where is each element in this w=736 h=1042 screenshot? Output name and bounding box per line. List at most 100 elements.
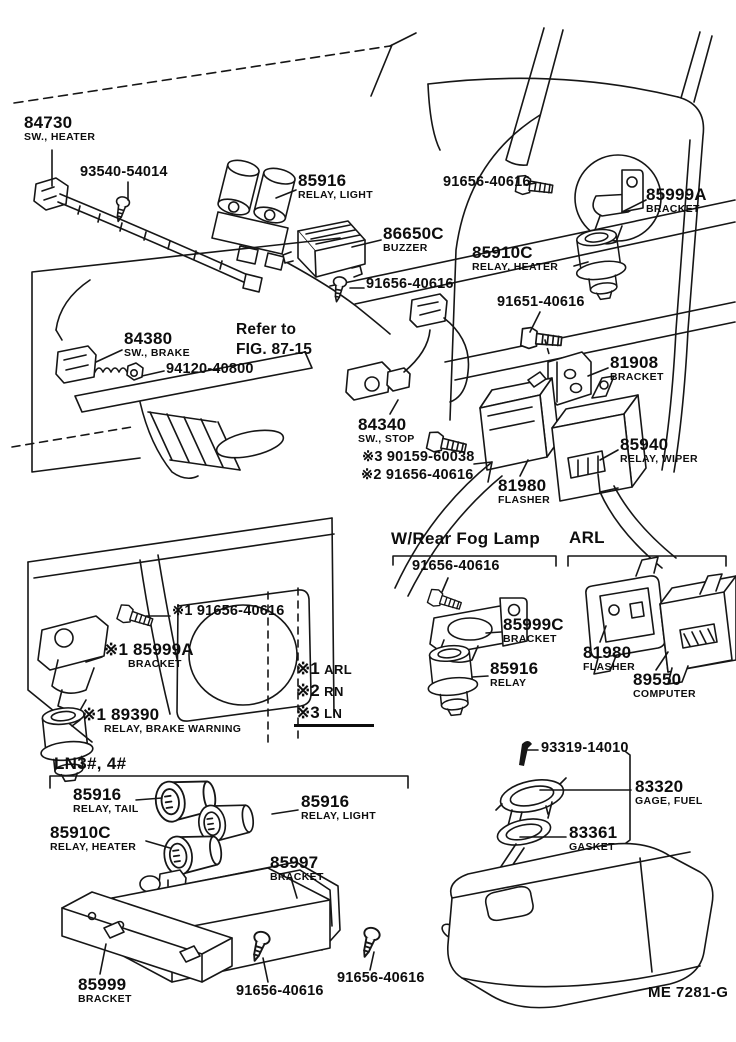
section-header-rear-fog: W/Rear Fog Lamp	[391, 529, 541, 548]
label-computer: 89550 COMPUTER	[633, 670, 696, 701]
legend-row-ln: ※3 LN	[296, 702, 352, 724]
part-number: 85916	[298, 171, 347, 190]
label-relay-fog: 85916 RELAY	[490, 659, 539, 690]
section-header-ln34: LN3#, 4#	[54, 754, 127, 773]
model-legend: ※1 ARL ※2 RN ※3 LN	[296, 658, 352, 724]
part-desc: BRACKET	[78, 993, 132, 1006]
label-note-screw-ln: ※3 90159-60038	[362, 449, 475, 465]
part-desc: RELAY, WIPER	[620, 453, 698, 466]
label-relay-heater-top: 85910C RELAY, HEATER	[472, 243, 559, 274]
legend-mark: ※3	[296, 703, 320, 722]
legend-underline	[294, 724, 374, 727]
label-flasher-arl: 81980 FLASHER	[583, 643, 636, 674]
part-desc: GAGE, FUEL	[635, 795, 703, 808]
note-refer-to-fig: Refer to FIG. 87-15	[236, 320, 312, 360]
part-number: 89550	[633, 670, 682, 689]
part-number: 86650C	[383, 224, 444, 243]
label-bolt-91651: 91651-40616	[497, 294, 585, 310]
label-relay-tail: 85916 RELAY, TAIL	[73, 785, 139, 816]
part-number: 91656-40616	[236, 983, 324, 999]
part-number: 85999C	[503, 615, 564, 634]
part-desc: COMPUTER	[633, 688, 696, 701]
label-bracket-81908: 81908 BRACKET	[610, 354, 664, 384]
part-desc: SW., BRAKE	[124, 347, 190, 360]
part-desc: BRACKET	[270, 871, 324, 884]
part-number: 84730	[24, 113, 73, 132]
label-bracket-85999c: 85999C BRACKET	[503, 615, 564, 646]
part-desc: FLASHER	[583, 661, 636, 674]
legend-mark: ※1	[296, 659, 320, 678]
part-number: 93319-14010	[541, 740, 629, 756]
label-bracket-85999a-mid: ※1 85999A BRACKET	[104, 640, 194, 671]
part-desc: RELAY, HEATER	[472, 261, 559, 274]
legend-row-arl: ※1 ARL	[296, 658, 352, 680]
part-desc: GASKET	[569, 841, 615, 854]
label-relay-brake-warning: ※1 89390 RELAY, BRAKE WARNING	[82, 705, 242, 736]
part-number: 91656-40616	[412, 558, 500, 574]
legend-mark: ※2	[296, 681, 320, 700]
part-number: 91656-40616	[443, 174, 531, 190]
label-sw-stop: 84340 SW., STOP	[358, 415, 415, 446]
part-number: ※1 85999A	[104, 640, 194, 659]
part-number: 85999A	[646, 185, 707, 204]
part-number: 91656-40616	[337, 970, 425, 986]
part-number: 81980	[583, 643, 632, 662]
label-sw-brake: 84380 SW., BRAKE	[124, 329, 190, 360]
label-bolt-91656-bottom1: 91656-40616	[236, 983, 324, 999]
part-number: ※1 89390	[82, 705, 160, 724]
label-relay-wiper: 85940 RELAY, WIPER	[620, 435, 698, 466]
label-bracket-85999: 85999 BRACKET	[78, 976, 132, 1006]
part-number: 83320	[635, 777, 684, 796]
label-gasket: 83361 GASKET	[569, 824, 617, 854]
part-desc: RELAY, HEATER	[50, 841, 137, 854]
label-note-bolt-rn: ※2 91656-40616	[361, 467, 474, 483]
label-gage-fuel: 83320 GAGE, FUEL	[635, 777, 703, 808]
part-number: 85997	[270, 853, 319, 872]
part-desc: RELAY, TAIL	[73, 803, 139, 816]
part-number: 81980	[498, 476, 547, 495]
legend-model: RN	[324, 684, 344, 699]
part-number: 85910C	[472, 243, 533, 262]
label-relay-light-top: 85916 RELAY, LIGHT	[298, 171, 373, 202]
part-number: 84340	[358, 415, 407, 434]
part-desc: RELAY, BRAKE WARNING	[104, 723, 242, 736]
part-desc: FLASHER	[498, 494, 551, 507]
part-desc: RELAY, LIGHT	[301, 810, 376, 823]
label-relay-heater-ln: 85910C RELAY, HEATER	[50, 823, 137, 854]
part-number: 91651-40616	[497, 294, 585, 310]
label-bolt-91656-note1: ※1 91656-40616	[172, 603, 285, 619]
part-number: 93540-54014	[80, 164, 168, 180]
part-desc: SW., STOP	[358, 433, 415, 446]
part-desc: RELAY, LIGHT	[298, 189, 373, 202]
label-bolt-91656-fog: 91656-40616	[412, 558, 500, 574]
part-number: ※3 90159-60038	[362, 449, 475, 465]
part-desc: BRACKET	[646, 203, 700, 216]
part-number: 85910C	[50, 823, 111, 842]
figure-code: ME 7281-G	[648, 984, 729, 1001]
part-number: 85916	[490, 659, 539, 678]
label-bolt-91656-mid: 91656-40616	[366, 276, 454, 292]
label-bracket-85997: 85997 BRACKET	[270, 853, 324, 884]
section-header-arl: ARL	[569, 528, 605, 547]
label-nut-94120: 94120-40800	[166, 361, 254, 377]
part-number: 84380	[124, 329, 173, 348]
legend-model: LN	[324, 706, 343, 721]
part-desc: BRACKET	[610, 371, 664, 384]
part-desc: BRACKET	[128, 658, 182, 671]
label-screw-93319: 93319-14010	[541, 740, 629, 756]
legend-row-rn: ※2 RN	[296, 680, 352, 702]
label-flasher-mid: 81980 FLASHER	[498, 476, 551, 507]
label-bracket-85999a-top: 85999A BRACKET	[646, 185, 707, 216]
part-desc: RELAY	[490, 677, 527, 690]
part-number: 91656-40616	[366, 276, 454, 292]
label-bolt-91656-bottom2: 91656-40616	[337, 970, 425, 986]
part-desc: SW., HEATER	[24, 131, 96, 144]
part-number: 85940	[620, 435, 669, 454]
part-number: 85916	[73, 785, 122, 804]
part-number: 85916	[301, 792, 350, 811]
label-relay-light-ln: 85916 RELAY, LIGHT	[301, 792, 376, 823]
part-number: ※1 91656-40616	[172, 603, 285, 619]
refer-line-1: Refer to	[236, 321, 297, 338]
